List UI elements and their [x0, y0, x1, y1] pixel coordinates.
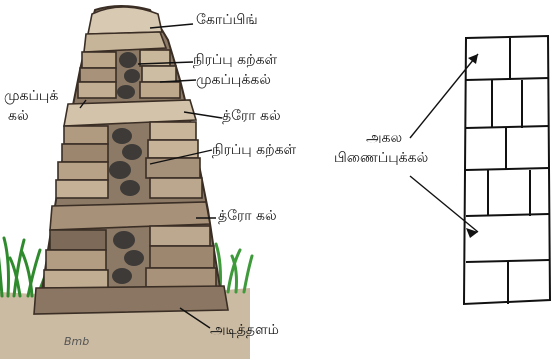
artist-signature: Bmb: [64, 336, 89, 349]
wall-elevation: [464, 36, 550, 304]
label-through-stone-bottom: த்ரோ கல்: [218, 208, 277, 224]
label-through-stone-top: த்ரோ கல்: [222, 108, 281, 124]
label-filling-stones-mid: நிரப்பு கற்கள்: [212, 142, 296, 158]
label-face-stone-left-line2: கல்: [8, 108, 29, 124]
label-face-stone-right: முகப்புக்கல்: [196, 72, 271, 88]
label-face-stone-left-line1: முகப்புக்: [4, 88, 58, 104]
label-foundation: அடித்தளம்: [210, 322, 279, 338]
label-filling-stones-top: நிரப்பு கற்கள்: [193, 52, 277, 68]
label-wide-joint-line2: பிணைப்புக்கல்: [334, 150, 428, 166]
label-wide-joint-line1: அகல: [366, 130, 402, 146]
label-coping: கோப்பிங்: [196, 12, 258, 28]
